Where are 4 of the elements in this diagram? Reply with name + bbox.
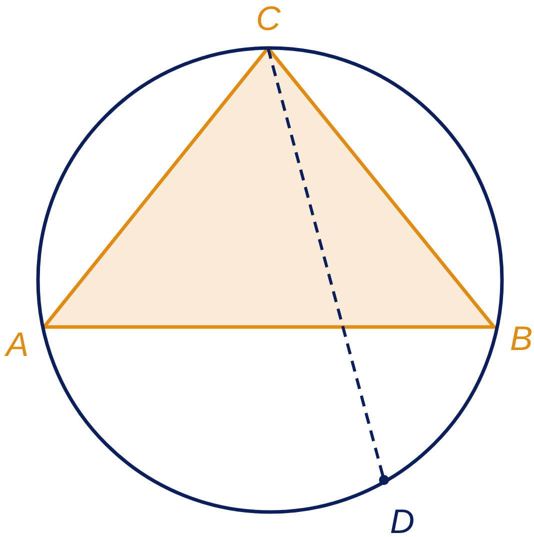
point-label: B bbox=[509, 322, 534, 356]
point-label: D bbox=[389, 505, 416, 537]
point-label: A bbox=[4, 328, 30, 362]
point-label: C bbox=[255, 2, 282, 36]
